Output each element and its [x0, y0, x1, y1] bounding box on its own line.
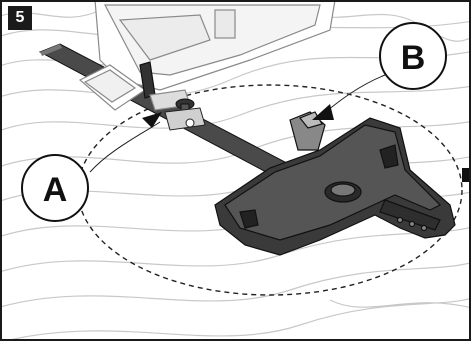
- pivot-pin-icon: [164, 98, 206, 131]
- cutting-circle-path: [77, 84, 463, 296]
- callout-a: A: [21, 154, 89, 222]
- callout-b-arrow: [312, 104, 334, 120]
- jigsaw-icon: [78, 0, 336, 111]
- callout-a-leader: [89, 121, 161, 173]
- callout-a-arrow: [142, 112, 162, 128]
- circle-edge-marker: [462, 168, 470, 182]
- circle-guide-icon: [214, 111, 456, 256]
- callout-a-label: A: [43, 171, 68, 209]
- callout-b-label: B: [401, 39, 426, 77]
- callout-b-leader: [321, 74, 386, 116]
- step-number-badge: 5: [8, 6, 32, 30]
- callout-b: B: [379, 22, 447, 90]
